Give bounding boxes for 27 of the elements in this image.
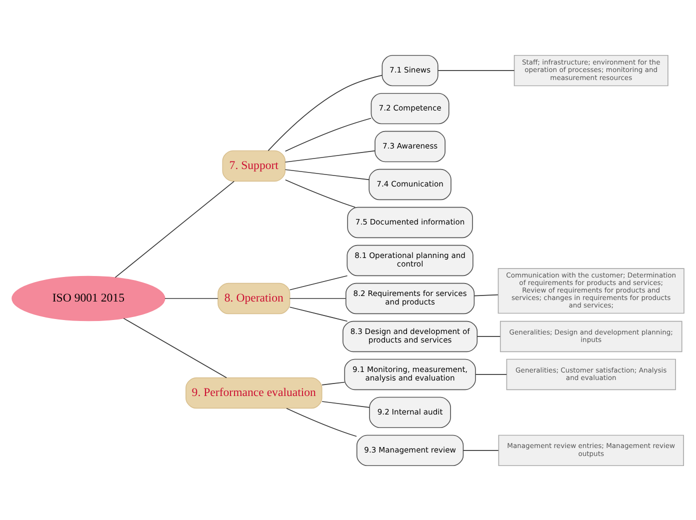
node-box: 8. Operation [218, 282, 290, 314]
node-box: 7. Support [222, 150, 286, 182]
node-box: 7.4 Comunication [368, 168, 452, 200]
connector [284, 150, 376, 162]
connector [284, 117, 372, 152]
node-box: 7.3 Awareness [374, 130, 446, 162]
node-box: 7.5 Documented information [347, 206, 473, 238]
node-box: 9.1 Monitoring, measurement, analysis and evaluation [344, 358, 476, 390]
connector [123, 317, 227, 378]
connector [322, 381, 345, 385]
node-box: 8.2 Requirements for services and products [345, 282, 475, 314]
connector [285, 178, 356, 208]
node-box: 8.3 Design and development of products and services [342, 320, 478, 352]
connector [322, 400, 370, 408]
connector [474, 294, 498, 296]
node-box: 9.3 Management review [356, 434, 464, 466]
connector [289, 274, 348, 290]
node-ellipse: ISO 9001 2015 [12, 275, 166, 321]
connector [268, 74, 382, 151]
connector [114, 180, 235, 278]
connector [284, 168, 370, 180]
node-box: 9. Performance evaluation [186, 376, 322, 408]
node-box: 7.2 Competence [370, 92, 450, 124]
node-box: 7.1 Sinews [382, 54, 438, 86]
node-box: 8.1 Operational planning and control [346, 244, 474, 276]
node-box: 9.2 Internal audit [369, 396, 451, 428]
connector [286, 407, 357, 436]
